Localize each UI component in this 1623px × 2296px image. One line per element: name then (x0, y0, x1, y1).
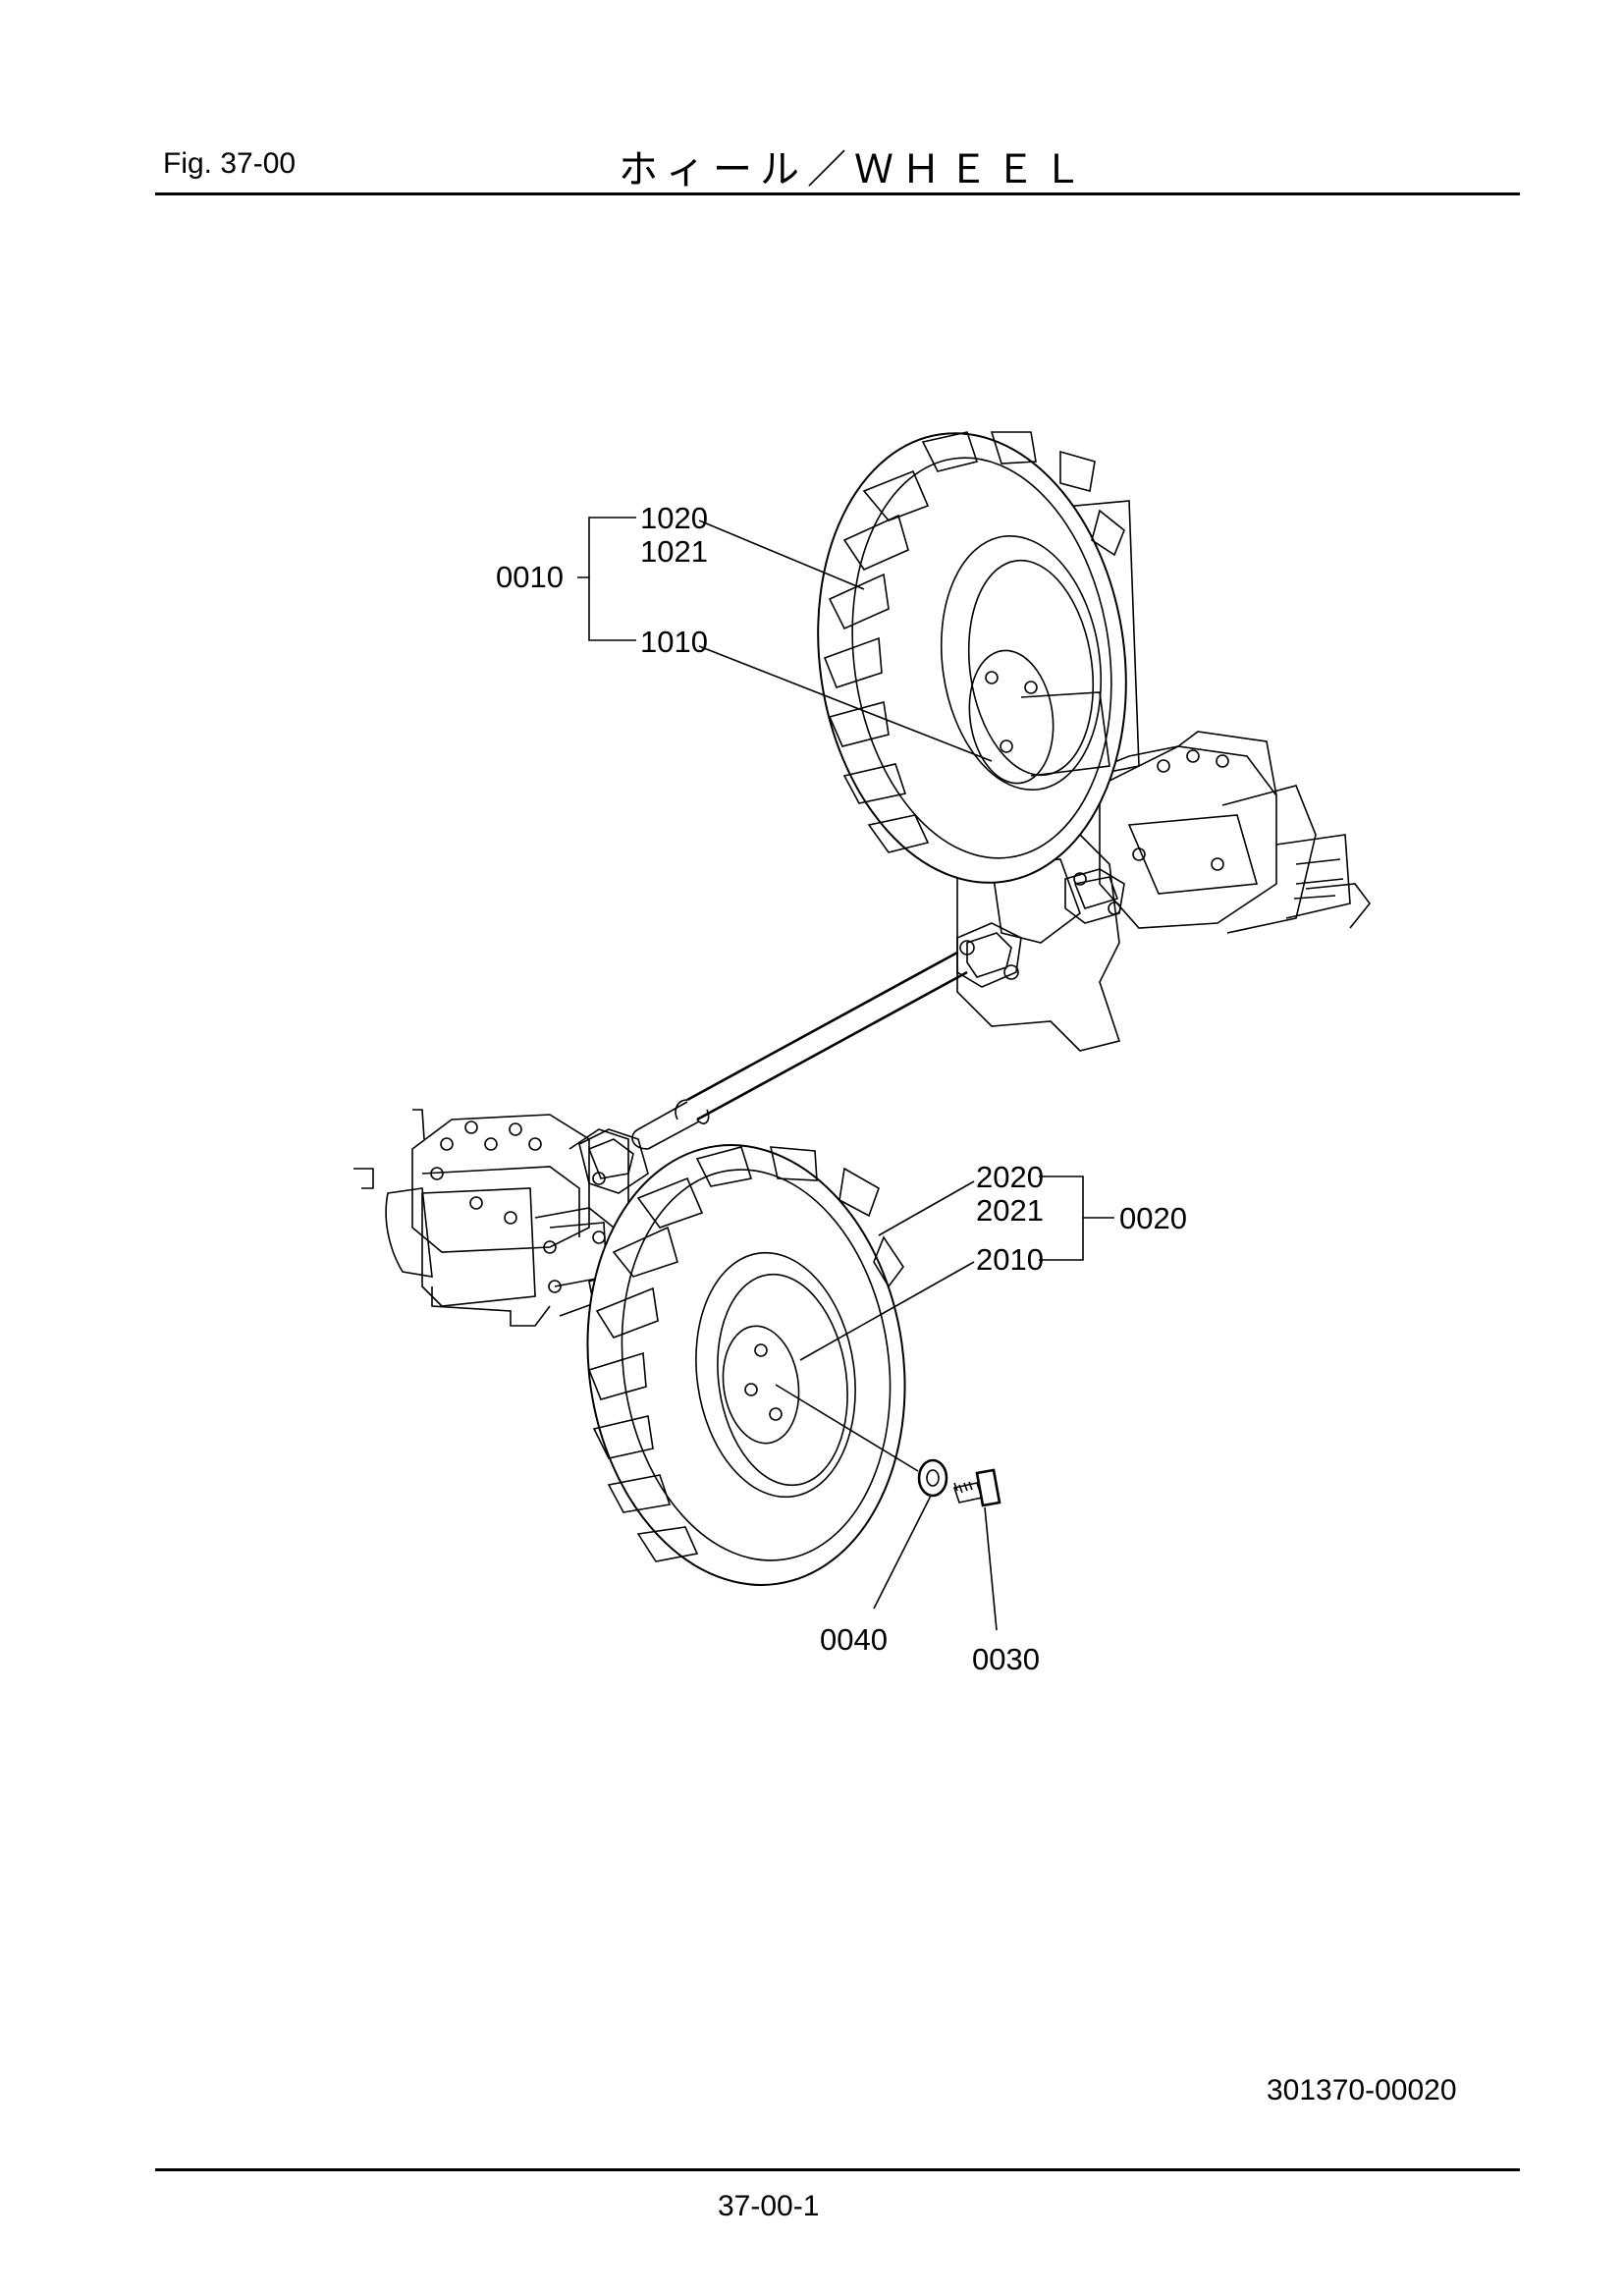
rear-universal-joint (1064, 868, 1125, 924)
callout-1021: 1021 (640, 534, 708, 569)
page-number: 37-00-1 (718, 2190, 820, 2222)
callout-0010: 0010 (496, 560, 564, 594)
callout-0040: 0040 (820, 1622, 888, 1657)
leader-lines (577, 517, 1114, 1631)
figure-number: Fig. 37-00 (163, 147, 297, 180)
callout-2021: 2021 (976, 1193, 1044, 1228)
drawing-code: 301370-00020 (1267, 2074, 1457, 2106)
callout-0030: 0030 (972, 1642, 1040, 1676)
front-universal-joint (956, 922, 1022, 988)
front-wheel (586, 1144, 906, 1586)
drive-shaft (631, 951, 968, 1150)
callout-2010: 2010 (976, 1242, 1044, 1277)
callout-2020: 2020 (976, 1160, 1044, 1194)
washer-part (917, 1458, 948, 1498)
bolt-part (952, 1468, 1001, 1507)
header-rule (155, 192, 1520, 195)
callout-1010: 1010 (640, 625, 708, 659)
callout-1020: 1020 (640, 501, 708, 535)
page-title: ホィール／ＷＨＥＥＬ (619, 147, 1090, 192)
footer-rule (155, 2168, 1520, 2171)
rear-wheel (817, 431, 1127, 884)
callout-0020: 0020 (1119, 1201, 1187, 1235)
